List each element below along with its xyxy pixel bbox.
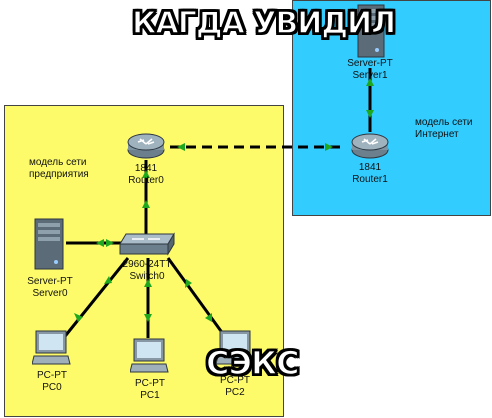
link-switch0-pc0[interactable] bbox=[60, 257, 130, 341]
switch0-name: Switch0 bbox=[129, 271, 165, 282]
router-icon[interactable] bbox=[350, 132, 390, 160]
server1-label: Server-PT Server1 bbox=[340, 58, 400, 82]
router0-label: 1841 Router0 bbox=[116, 163, 176, 187]
pc1-label: PC-PT PC1 bbox=[120, 378, 180, 402]
router0-model: 1841 bbox=[134, 163, 158, 174]
link-status-up-icon bbox=[144, 314, 152, 322]
pc2-model: PC-PT bbox=[220, 375, 250, 386]
router-icon[interactable] bbox=[126, 132, 166, 160]
link-status-up-icon bbox=[205, 313, 212, 322]
enterprise-area-note: модель сети предприятия bbox=[29, 157, 89, 180]
link-status-up-icon bbox=[144, 279, 152, 287]
pc0-model: PC-PT bbox=[37, 370, 67, 381]
link-status-up-icon bbox=[177, 143, 185, 151]
pc-icon[interactable] bbox=[216, 330, 256, 366]
server1-name: Server1 bbox=[352, 70, 388, 81]
internet-area[interactable] bbox=[292, 0, 491, 216]
pc0-label: PC-PT PC0 bbox=[22, 370, 82, 394]
link-status-up-icon bbox=[325, 143, 333, 151]
meme-bottom-caption: СЭКС bbox=[205, 343, 300, 383]
link-status-up-icon bbox=[366, 110, 374, 118]
link-status-up-icon bbox=[74, 313, 83, 322]
server0-name: Server0 bbox=[32, 288, 68, 299]
server-icon[interactable] bbox=[34, 218, 64, 270]
switch0-label: 2960-24TT Switch0 bbox=[112, 259, 182, 283]
router1-model: 1841 bbox=[358, 162, 382, 173]
pc0-name: PC0 bbox=[42, 382, 62, 393]
pc-icon[interactable] bbox=[32, 330, 72, 366]
router0-name: Router0 bbox=[128, 175, 164, 186]
link-status-up-icon bbox=[104, 276, 112, 284]
link-status-up-icon bbox=[142, 200, 150, 208]
server1-model: Server-PT bbox=[347, 58, 393, 69]
meme-top-caption: КАГДА УВИДИЛ bbox=[131, 5, 397, 42]
server-icon[interactable] bbox=[357, 4, 385, 58]
switch0-model: 2960-24TT bbox=[122, 259, 172, 270]
router1-name: Router1 bbox=[352, 174, 388, 185]
link-status-up-icon bbox=[106, 239, 114, 247]
link-status-up-icon bbox=[142, 170, 150, 178]
pc-icon[interactable] bbox=[130, 338, 170, 374]
link-switch0-pc2[interactable] bbox=[166, 257, 228, 339]
link-status-up-icon bbox=[366, 78, 374, 86]
pc2-label: PC-PT PC2 bbox=[205, 375, 265, 399]
router1-label: 1841 Router1 bbox=[340, 162, 400, 186]
internet-area-note: модель сети Интернет bbox=[415, 117, 473, 140]
server0-label: Server-PT Server0 bbox=[20, 276, 80, 300]
link-status-up-icon bbox=[96, 239, 104, 247]
link-status-up-icon bbox=[185, 279, 192, 288]
switch-icon[interactable] bbox=[118, 232, 176, 256]
pc2-name: PC2 bbox=[225, 387, 245, 398]
pc1-name: PC1 bbox=[140, 390, 160, 401]
pc1-model: PC-PT bbox=[135, 378, 165, 389]
server0-model: Server-PT bbox=[27, 276, 73, 287]
